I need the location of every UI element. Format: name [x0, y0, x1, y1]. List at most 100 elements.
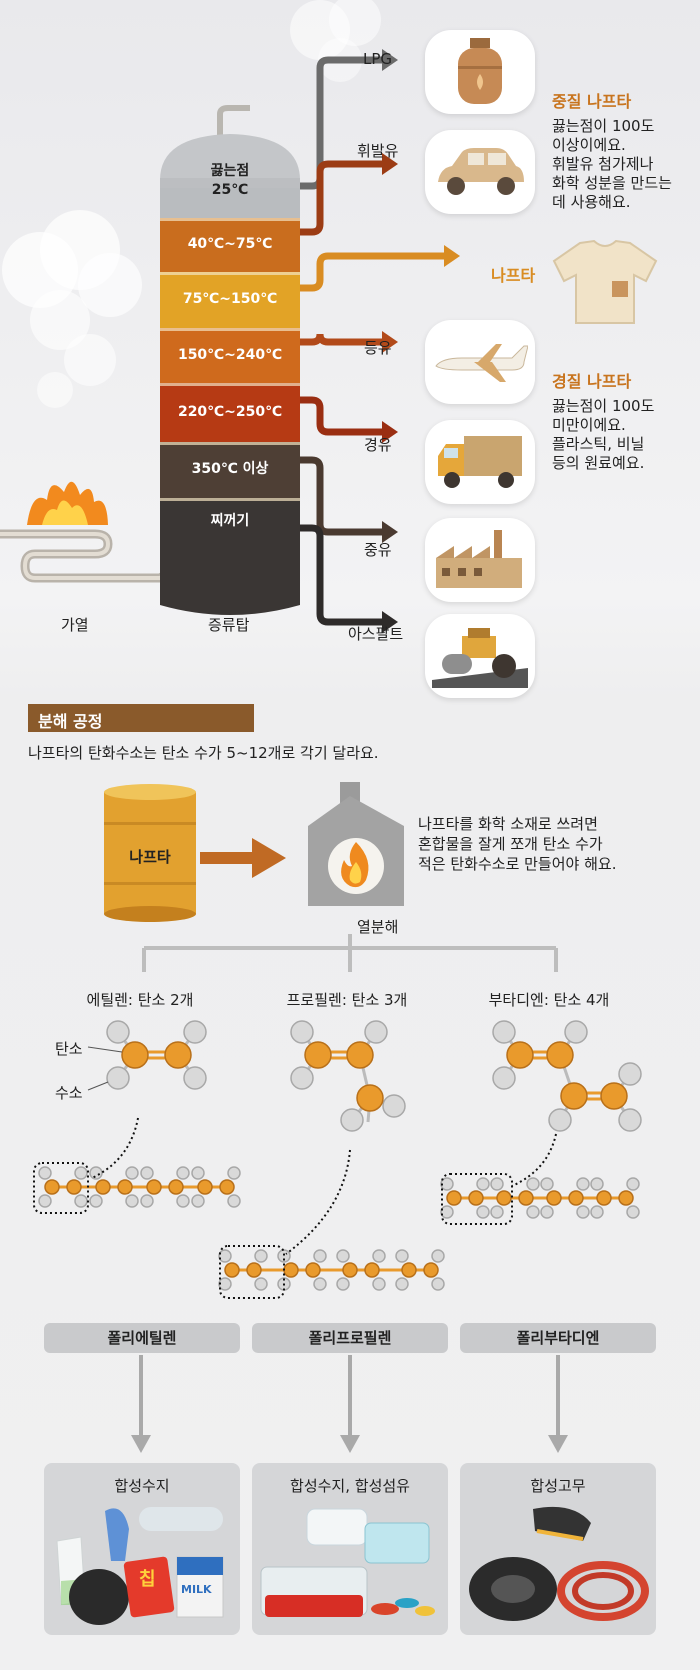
polymer-polybutadiene: 폴리부타디엔	[460, 1323, 656, 1353]
output-arrows	[300, 49, 460, 633]
output-label-lpg: LPG	[363, 50, 393, 68]
tower-layer-label: 150℃~240℃	[177, 346, 283, 363]
milk-text: MILK	[181, 1583, 212, 1596]
heavy-naphtha-line: 이상이에요.	[552, 136, 626, 154]
container-products-icon	[260, 1508, 435, 1617]
hydrogen-atom	[382, 1094, 406, 1118]
carbon-atom	[518, 1190, 534, 1206]
hydrogen-atom	[490, 1177, 504, 1191]
factory-icon	[425, 518, 535, 602]
carbon-label: 탄소	[55, 1040, 83, 1058]
monomer-title-butadiene: 부타디엔: 탄소 4개	[488, 991, 610, 1009]
furnace-label: 열분해	[357, 918, 399, 936]
hydrogen-atom	[618, 1062, 642, 1086]
carbon-atom	[168, 1179, 184, 1195]
output-label-heavy-oil: 중유	[364, 541, 392, 559]
hydrogen-atom	[340, 1108, 364, 1132]
output-arrow	[300, 160, 384, 236]
hydrogen-atom	[218, 1249, 232, 1263]
polymer-polypropylene: 폴리프로필렌	[252, 1323, 448, 1353]
heating-pipe	[0, 529, 175, 583]
hydrogen-atom	[106, 1020, 130, 1044]
hydrogen-atom	[431, 1249, 445, 1263]
hydrogen-atom	[492, 1066, 516, 1090]
tower-layer	[160, 188, 300, 218]
carbon-atom	[219, 1179, 235, 1195]
hydrogen-atom	[290, 1020, 314, 1044]
hydrogen-atom	[564, 1020, 588, 1044]
hydrogen-atom	[336, 1249, 350, 1263]
output-arrow	[300, 333, 384, 346]
hydrogen-atom	[526, 1177, 540, 1191]
hydrogen-atom	[626, 1177, 640, 1191]
use-label-resin: 합성수지	[114, 1477, 170, 1495]
hydrogen-atom	[125, 1194, 139, 1208]
hydrogen-atom	[191, 1166, 205, 1180]
car-icon	[425, 130, 535, 214]
light-naphtha-line: 등의 원료예요.	[552, 454, 645, 472]
carbon-atom	[423, 1262, 439, 1278]
tower-layer-label: 끓는점 25℃	[210, 163, 250, 198]
output-label-diesel: 경유	[364, 436, 392, 454]
use-box-resin: 합성수지 칩 MILK	[44, 1463, 240, 1635]
tower-layer	[160, 442, 300, 498]
hydrogen-atom	[313, 1249, 327, 1263]
monomer-title-propylene: 프로필렌: 탄소 3개	[286, 991, 408, 1009]
repeat-unit-box	[33, 1162, 89, 1214]
hydrogen-atom	[395, 1249, 409, 1263]
heavy-naphtha-title: 중질 나프타	[552, 92, 632, 111]
output-arrowhead	[382, 611, 398, 633]
carbon-atom	[618, 1190, 634, 1206]
carbon-atom	[468, 1190, 484, 1206]
output-arrow	[300, 396, 384, 436]
carbon-atom	[246, 1262, 262, 1278]
tower-layer	[160, 498, 300, 605]
heavy-naphtha-line: 데 사용해요.	[552, 193, 631, 211]
carbon-atom	[164, 1041, 192, 1069]
hydrogen-atom	[548, 1108, 572, 1132]
hydrogen-atom	[490, 1205, 504, 1219]
hydrogen-atom	[590, 1205, 604, 1219]
repeat-unit-box	[441, 1173, 513, 1225]
carbon-atom	[446, 1190, 462, 1206]
hydrogen-atom	[526, 1205, 540, 1219]
hydrogen-atom	[183, 1066, 207, 1090]
carbon-atom	[600, 1082, 628, 1110]
use-label-rubber: 합성고무	[530, 1477, 586, 1495]
tower-layer-label: 찌꺼기	[210, 512, 250, 529]
tower-layer	[160, 328, 300, 383]
output-arrow	[300, 524, 384, 626]
light-naphtha-line: 끓는점이 100도	[552, 397, 655, 415]
heavy-naphtha-note: 중질 나프타 끓는점이 100도 이상이에요. 휘발유 첨가제나 화학 성분을 …	[552, 88, 700, 212]
tower-layer-label: 350℃ 이상	[191, 461, 269, 477]
output-arrowhead	[382, 521, 398, 543]
carbon-atom	[346, 1041, 374, 1069]
polymer-down-arrows	[131, 1355, 568, 1453]
hydrogen-atom	[38, 1194, 52, 1208]
carbon-atom	[304, 1041, 332, 1069]
heavy-naphtha-line: 휘발유 첨가제나	[552, 155, 654, 173]
hydrogen-atom	[89, 1194, 103, 1208]
use-label-resin-fiber: 합성수지, 합성섬유	[290, 1477, 410, 1495]
hydrogen-atom	[313, 1277, 327, 1291]
carbon-atom	[283, 1262, 299, 1278]
hydrogen-atom	[476, 1205, 490, 1219]
carbon-atom	[356, 1084, 384, 1112]
truck-icon	[425, 420, 535, 504]
hydrogen-atom	[227, 1194, 241, 1208]
polymer-polyethylene: 폴리에틸렌	[44, 1323, 240, 1353]
hydrogen-atom	[183, 1020, 207, 1044]
carbon-atom	[546, 1190, 562, 1206]
furnace-note-line: 적은 탄화수소로 만들어야 해요.	[418, 855, 617, 873]
monomer-title-ethylene: 에틸렌: 탄소 2개	[86, 991, 194, 1009]
output-arrow	[300, 456, 384, 536]
hydrogen-atom	[626, 1205, 640, 1219]
output-arrowhead	[444, 245, 460, 267]
hydrogen-atom	[125, 1166, 139, 1180]
carbon-atom	[44, 1179, 60, 1195]
light-naphtha-line: 플라스틱, 비닐	[552, 435, 645, 453]
furnace-icon	[308, 782, 404, 906]
hydrogen-atom	[395, 1277, 409, 1291]
gas-cylinder-icon	[425, 30, 535, 114]
output-label-gasoline: 휘발유	[357, 142, 399, 160]
